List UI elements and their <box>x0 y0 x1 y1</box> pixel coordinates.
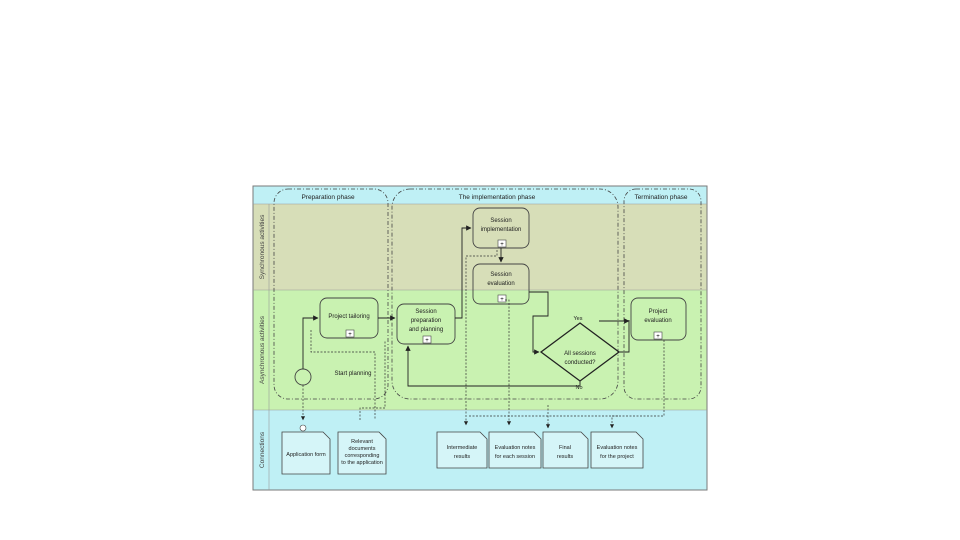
svg-text:All sessions: All sessions <box>564 351 596 357</box>
doc-intermediate-results[interactable]: Intermediate results <box>436 431 488 469</box>
svg-text:Session: Session <box>415 309 436 315</box>
subprocess-marker: + <box>500 242 504 248</box>
subprocess-marker: + <box>500 297 504 303</box>
svg-text:Final: Final <box>559 445 571 451</box>
task-session-preparation[interactable]: Session preparation and planning + <box>396 303 456 345</box>
lane-asynchronous <box>253 290 707 410</box>
svg-text:for the project: for the project <box>600 454 634 460</box>
svg-text:results: results <box>557 454 573 460</box>
svg-text:Relevant: Relevant <box>351 439 373 445</box>
doc-evaluation-notes-project[interactable]: Evaluation notes for the project <box>590 431 644 469</box>
start-event-label: Start planning <box>334 371 371 377</box>
svg-text:Evaluation notes: Evaluation notes <box>597 445 638 451</box>
phase-label-preparation: Preparation phase <box>301 194 355 201</box>
doc-relevant-documents[interactable]: Relevant documents corresponding to the … <box>337 431 387 475</box>
data-associations <box>300 250 665 429</box>
doc-evaluation-notes-session[interactable]: Evaluation notes for each session <box>488 431 542 469</box>
lane-synchronous <box>253 204 707 290</box>
svg-text:conducted?: conducted? <box>564 360 596 366</box>
subprocess-marker: + <box>656 334 660 340</box>
flow-label-no: No <box>575 385 582 391</box>
svg-text:documents: documents <box>349 446 376 452</box>
doc-application-form[interactable]: Application form <box>281 424 331 475</box>
lane-connections <box>253 410 707 490</box>
svg-text:Session: Session <box>490 272 511 278</box>
subprocess-marker: + <box>348 332 352 338</box>
subprocess-marker: + <box>425 338 429 344</box>
svg-text:Evaluation notes: Evaluation notes <box>495 445 536 451</box>
svg-text:results: results <box>454 454 470 460</box>
svg-text:evaluation: evaluation <box>644 318 671 324</box>
svg-text:Application form: Application form <box>286 452 326 458</box>
sequence-flows <box>302 225 630 387</box>
task-project-evaluation[interactable]: Project evaluation + <box>630 297 687 341</box>
phase-label-implementation: The implementation phase <box>459 194 536 201</box>
pool-border <box>252 185 708 491</box>
svg-text:corresponding: corresponding <box>345 453 380 459</box>
svg-text:to the application: to the application <box>341 460 383 466</box>
svg-text:Project tailoring: Project tailoring <box>328 314 369 320</box>
task-session-evaluation[interactable]: Session evaluation + <box>472 263 530 305</box>
svg-text:evaluation: evaluation <box>487 281 514 287</box>
svg-text:Intermediate: Intermediate <box>447 445 478 451</box>
lane-label-connections: Connections <box>259 431 266 468</box>
svg-text:Session: Session <box>490 218 511 224</box>
svg-text:Project: Project <box>649 309 668 315</box>
svg-text:preparation: preparation <box>411 318 441 324</box>
svg-text:for each session: for each session <box>495 454 535 460</box>
svg-text:and planning: and planning <box>409 327 443 333</box>
phase-label-termination: Termination phase <box>634 194 687 201</box>
flow-label-yes: Yes <box>574 316 583 322</box>
phase-group-implementation <box>391 188 619 400</box>
lane-label-asynchronous: Asynchronous activities <box>259 315 266 384</box>
phase-group-termination <box>623 188 702 400</box>
phase-group-preparation <box>273 188 389 400</box>
doc-final-results[interactable]: Final results <box>542 431 589 469</box>
lane-label-synchronous: Synchronous activities <box>259 214 266 279</box>
svg-text:implementation: implementation <box>481 227 522 233</box>
header-band <box>253 186 707 204</box>
